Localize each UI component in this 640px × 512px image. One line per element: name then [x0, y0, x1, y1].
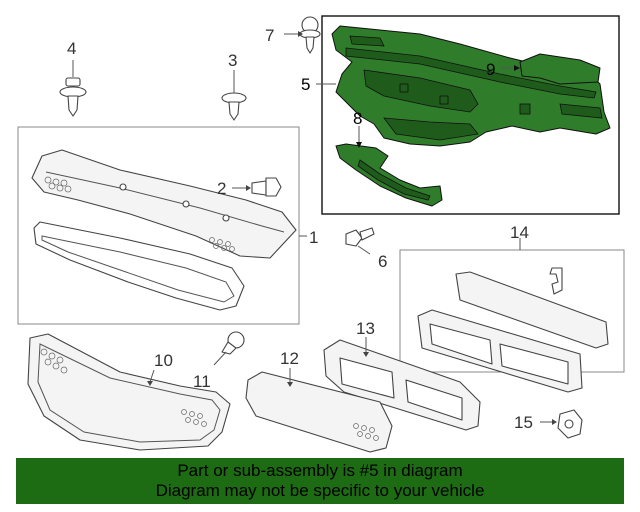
banner-line-2: Diagram may not be specific to your vehi…: [155, 481, 485, 500]
group-box-14: [399, 249, 625, 373]
callout-2: 2: [217, 179, 226, 198]
callout-8: 8: [353, 109, 362, 128]
callout-4: 4: [67, 39, 76, 58]
callout-7: 7: [265, 26, 274, 45]
part-5-radiator-support: [331, 25, 611, 147]
part-8-deflector: [335, 126, 443, 207]
callout-15: 15: [514, 413, 533, 432]
callout-10: 10: [154, 351, 173, 370]
callout-11: 11: [193, 372, 211, 391]
part-9-bracket: [502, 53, 601, 85]
callout-9: 9: [486, 60, 495, 79]
part-15-clip: [540, 409, 583, 439]
part-2-bolt: [232, 177, 282, 197]
callout-5: 5: [301, 75, 310, 94]
callout-12: 12: [280, 349, 299, 368]
callout-1: 1: [309, 228, 318, 247]
callout-14: 14: [510, 223, 529, 242]
callout-13: 13: [356, 319, 375, 338]
part-1-lower-molding: [33, 221, 245, 311]
part-6-bolt: [345, 227, 375, 255]
part-7-clip: [284, 16, 321, 54]
part-11-clip: [213, 331, 245, 366]
callout-3: 3: [228, 51, 237, 70]
info-banner: Part or sub-assembly is #5 in diagram Di…: [16, 458, 624, 504]
group-box-5: [321, 15, 620, 215]
part-4-clip: [59, 60, 87, 117]
part-10-grille: [27, 333, 231, 451]
part-13-frame: [323, 337, 481, 431]
part-12-panel: [245, 368, 393, 453]
banner-line-1: Part or sub-assembly is #5 in diagram: [177, 461, 463, 480]
part-14-assembly: [417, 238, 609, 393]
group-box-1: [17, 126, 300, 325]
part-3-clip: [221, 70, 247, 121]
part-1-upper-bar: [31, 149, 297, 259]
callout-6: 6: [378, 252, 387, 271]
